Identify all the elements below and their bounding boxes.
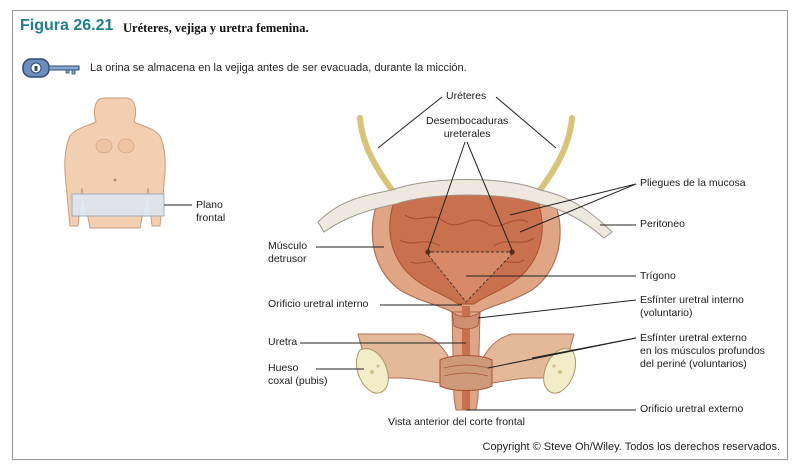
trigone bbox=[425, 251, 516, 303]
label-ureteres: Uréteres bbox=[446, 90, 487, 102]
key-icon bbox=[22, 58, 80, 78]
body-figure bbox=[64, 97, 192, 229]
pelvic-floor bbox=[356, 333, 576, 394]
label-hueso-coxal: Hueso coxal (pubis) bbox=[268, 362, 328, 387]
label-esfinter-externo: Esfínter uretral externo en los músculos… bbox=[640, 332, 765, 370]
ureters bbox=[357, 115, 575, 193]
leader-lines bbox=[300, 96, 637, 411]
frontal-plane bbox=[71, 193, 165, 217]
label-desembocaduras: Desembocaduras ureterales bbox=[426, 115, 509, 140]
label-orificio-externo: Orificio uretral externo bbox=[640, 403, 744, 415]
figure-frame bbox=[12, 10, 788, 460]
label-plano-frontal: Plano frontal bbox=[196, 199, 226, 224]
label-pliegues: Pliegues de la mucosa bbox=[640, 177, 746, 189]
intro-text: La orina se almacena en la vejiga antes … bbox=[90, 62, 467, 74]
label-orificio-interno: Orificio uretral interno bbox=[268, 298, 369, 310]
label-uretra: Uretra bbox=[268, 336, 298, 348]
label-esfinter-interno: Esfínter uretral interno (voluntario) bbox=[640, 294, 744, 319]
label-vista: Vista anterior del corte frontal bbox=[388, 416, 525, 428]
figure-number: Figura 26.21 bbox=[20, 17, 114, 34]
label-musculo-detrusor: Músculo detrusor bbox=[268, 240, 308, 265]
label-peritoneo: Peritoneo bbox=[640, 218, 685, 230]
bladder bbox=[371, 184, 561, 313]
copyright-text: Copyright © Steve Oh/Wiley. Todos los de… bbox=[482, 441, 781, 453]
label-trigono: Trígono bbox=[640, 270, 676, 282]
peritoneum bbox=[317, 179, 613, 239]
figure-title: Uréteres, vejiga y uretra femenina. bbox=[123, 21, 309, 35]
